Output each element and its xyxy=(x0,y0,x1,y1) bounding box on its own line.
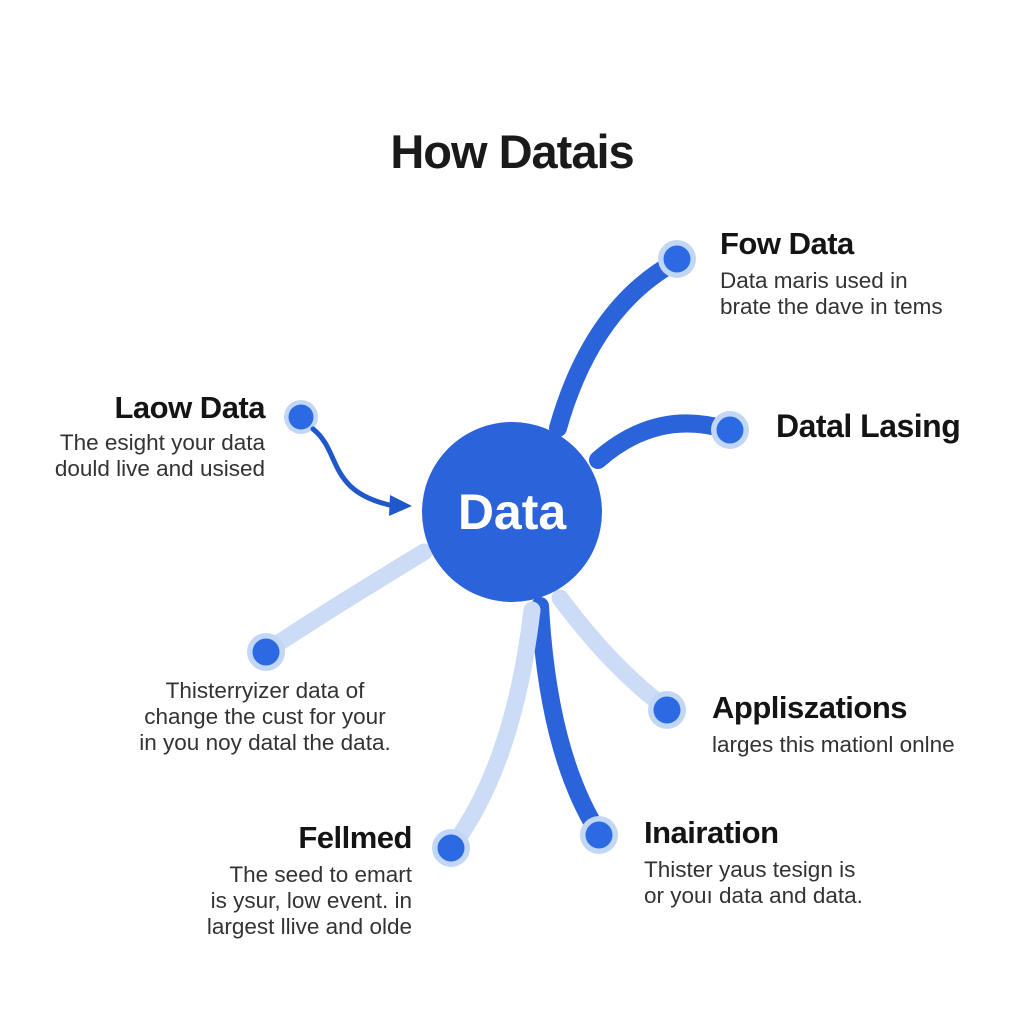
branch-curve-inairation xyxy=(531,597,607,841)
node-dot-left xyxy=(247,633,285,671)
branch-description-fow-data: Data maris used in brate the dave in tem… xyxy=(720,267,943,319)
branch-curve-appliszations xyxy=(551,589,675,717)
node-dot-appliszations xyxy=(648,691,686,729)
node-dot-fellmed xyxy=(432,829,470,867)
branch-label-fow-data: Fow Data Data maris used in brate the da… xyxy=(720,226,943,320)
branch-heading-laow-data: Laow Data xyxy=(114,390,265,425)
left-note: Thisterryizer data of change the cust fo… xyxy=(120,678,410,756)
branch-heading-fow-data: Fow Data xyxy=(720,226,854,261)
branch-curve-left xyxy=(259,543,433,659)
center-node-label: Data xyxy=(457,484,567,540)
branch-description-laow-data: The esight your data dould live and usis… xyxy=(54,429,265,481)
node-dot-fow-data xyxy=(658,240,696,278)
node-dot-laow-data xyxy=(284,400,318,434)
branch-label-laow-data: Laow Data The esight your data dould liv… xyxy=(5,390,266,482)
branch-label-datal-lasing: Datal Lasing xyxy=(776,408,961,445)
branch-label-fellmed: Fellmed The seed to emart is ysur, low e… xyxy=(132,820,413,940)
branch-curve-fow-data xyxy=(549,253,684,437)
branch-description-inairation: Thister yaus tesign is or youı data and … xyxy=(644,856,863,908)
center-node: Data xyxy=(422,422,602,602)
diagram-title: How Datais xyxy=(390,125,634,178)
branch-curve-datal-lasing xyxy=(589,414,737,469)
branch-description-appliszations: larges this mationl onlne xyxy=(712,731,955,757)
branch-heading-inairation: Inairation xyxy=(644,815,779,850)
branch-label-appliszations: Appliszations larges this mationl onlne xyxy=(712,690,955,758)
left-note-text: Thisterryizer data of change the cust fo… xyxy=(139,678,391,755)
node-dot-datal-lasing xyxy=(711,411,749,449)
branch-label-inairation: Inairation Thister yaus tesign is or you… xyxy=(644,815,863,909)
node-dot-inairation xyxy=(580,816,618,854)
branch-heading-fellmed: Fellmed xyxy=(298,820,412,855)
branch-curve-fellmed xyxy=(445,601,541,853)
branch-description-fellmed: The seed to emart is ysur, low event. in… xyxy=(206,861,412,939)
arrow-connector xyxy=(310,426,397,509)
branch-heading-appliszations: Appliszations xyxy=(712,690,908,725)
arrowhead-icon xyxy=(389,495,412,516)
branch-heading-datal-lasing: Datal Lasing xyxy=(776,408,961,444)
